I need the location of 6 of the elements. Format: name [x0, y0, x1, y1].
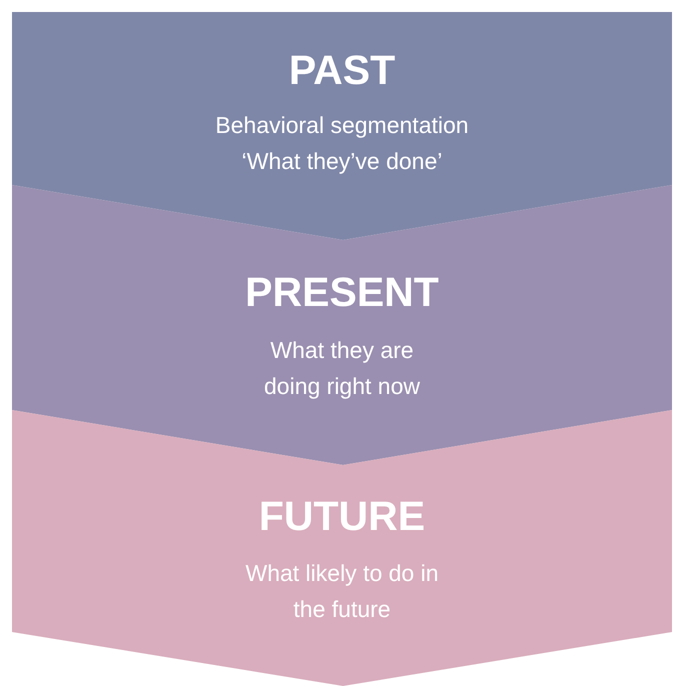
band-description: Behavioral segmentation ‘What they’ve done’ [214, 111, 470, 176]
band-description: What they are doing right now [263, 336, 421, 401]
band-heading: PRESENT [244, 269, 440, 315]
band-description: What likely to do in the future [244, 559, 440, 624]
band-heading: FUTURE [258, 493, 426, 539]
band-heading: PAST [288, 47, 396, 93]
